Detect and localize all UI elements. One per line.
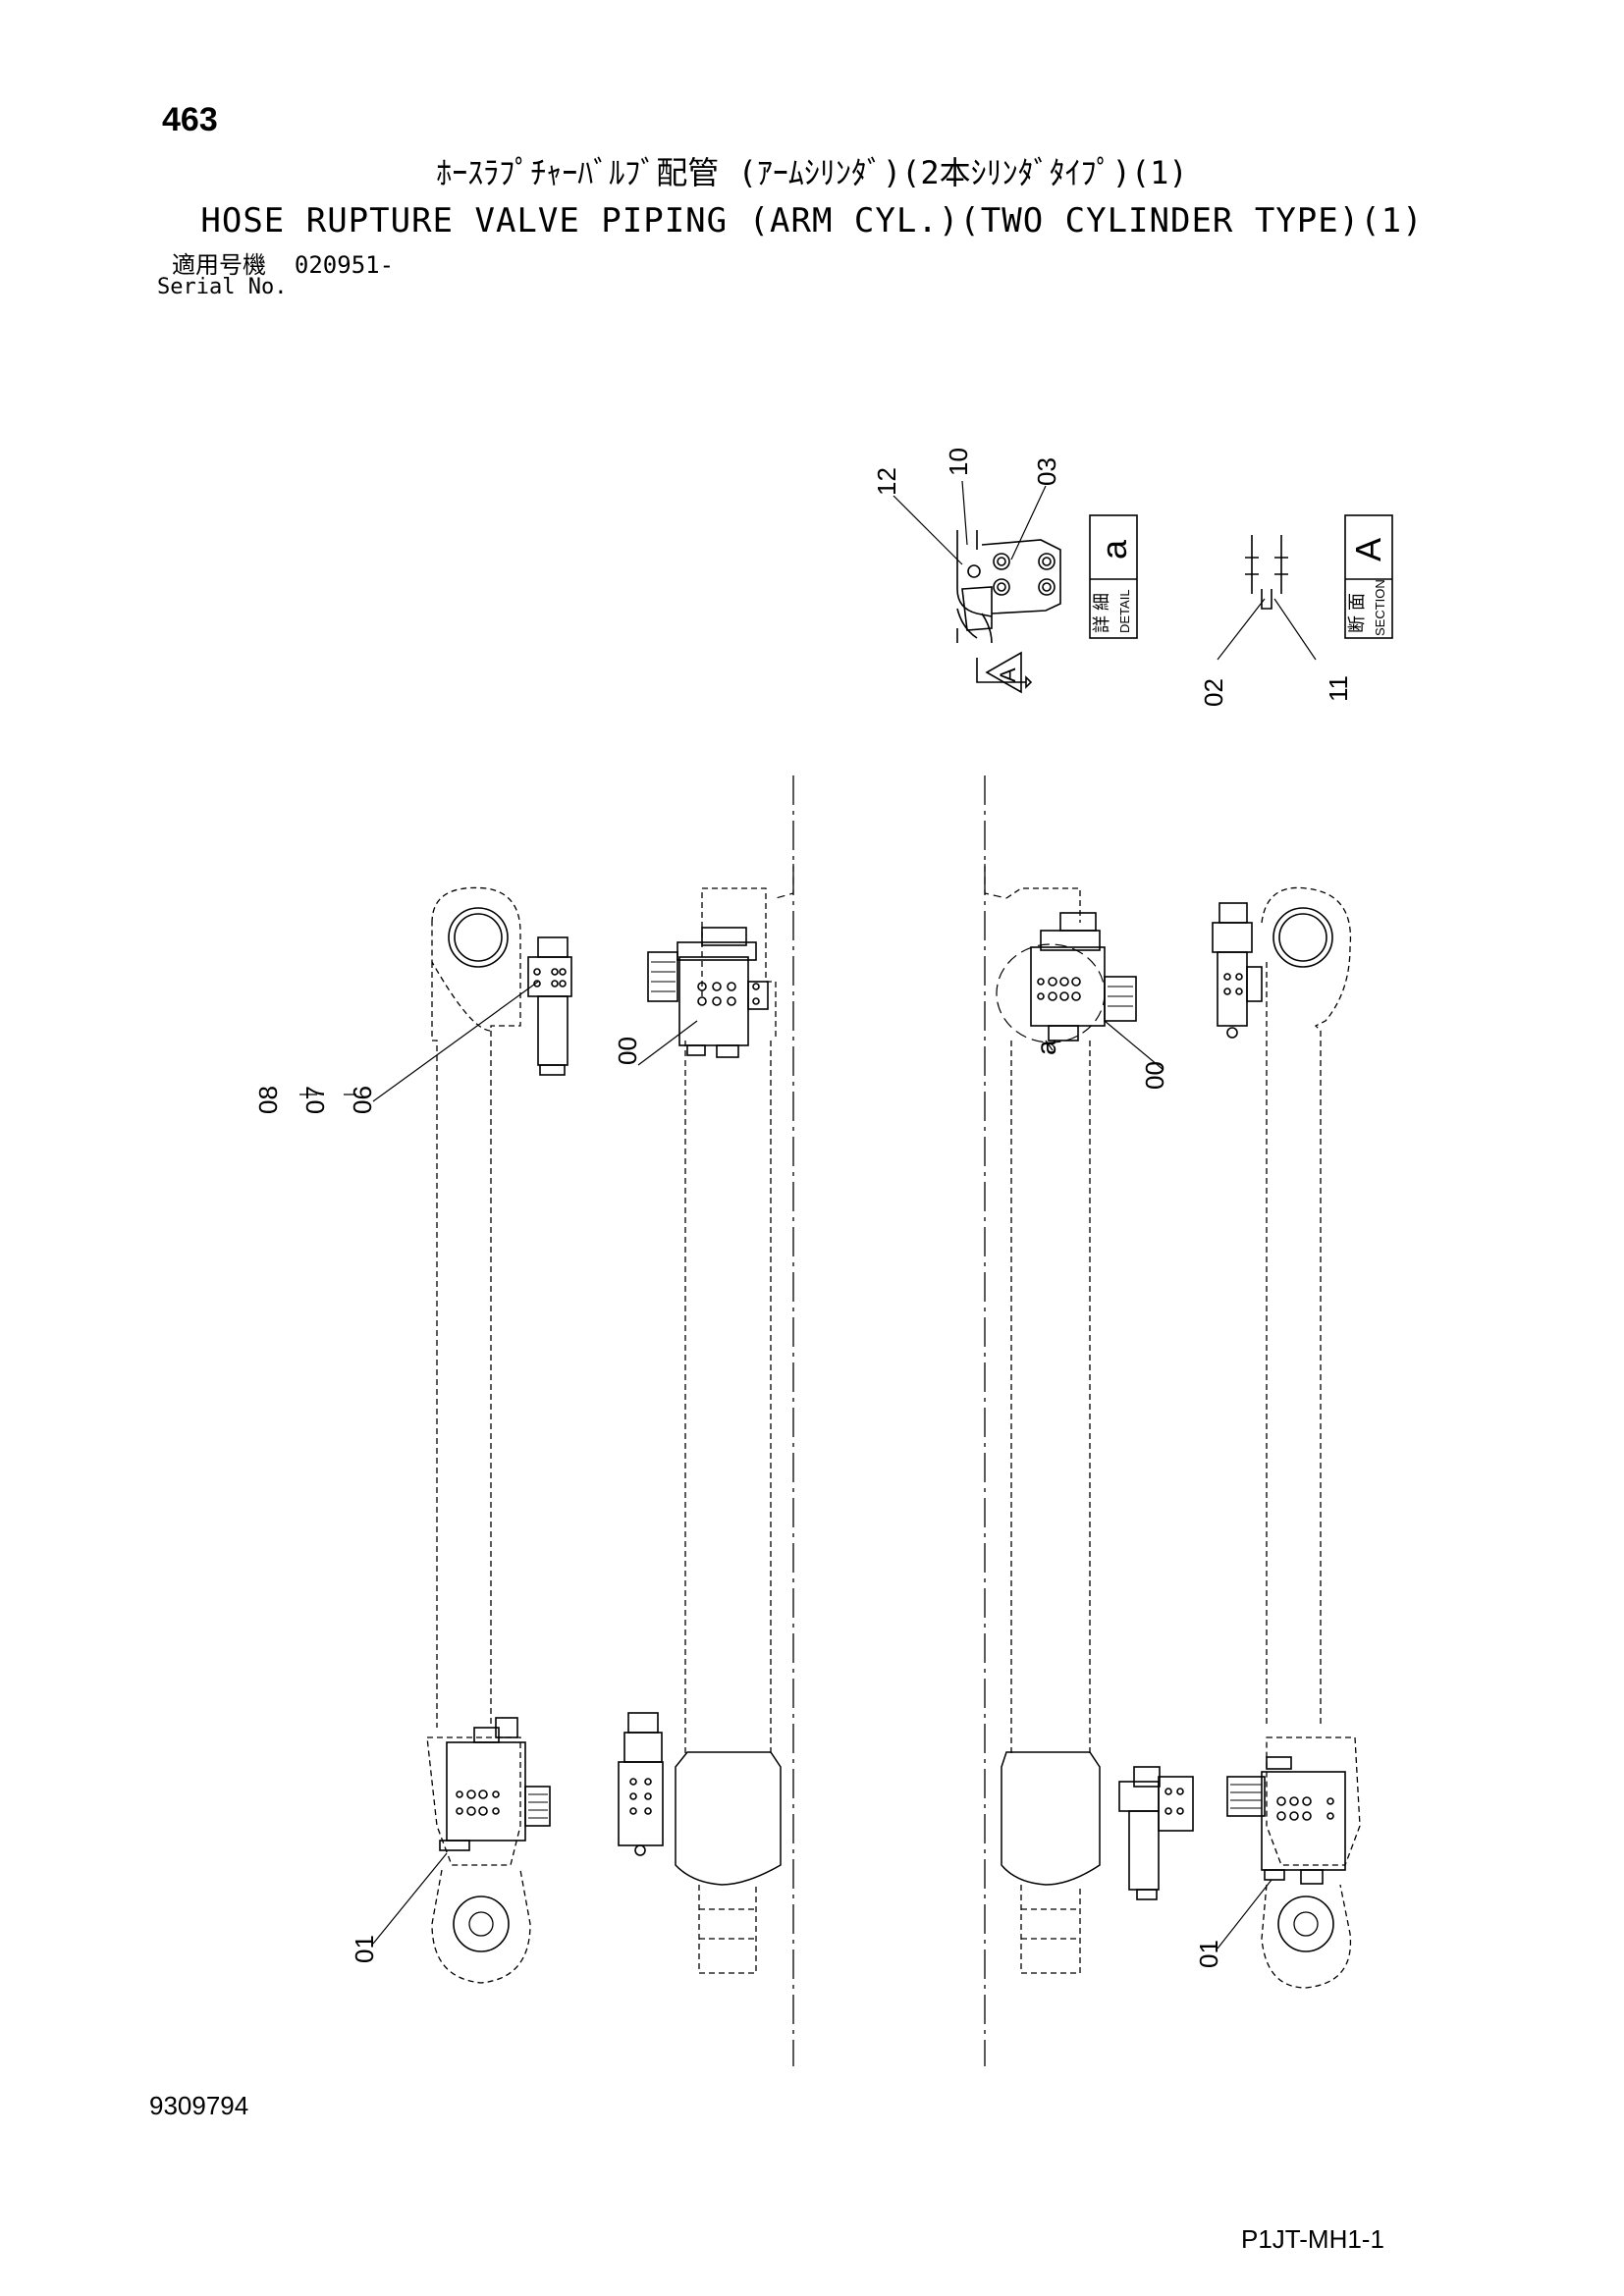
page-number: 463	[162, 101, 218, 138]
callout-07: 07	[300, 1086, 330, 1114]
valve-block-side-left	[618, 1712, 664, 1856]
valve-block-side-right	[1118, 1766, 1194, 1900]
title-english: HOSE RUPTURE VALVE PIPING (ARM CYL.)(TWO…	[200, 201, 1424, 240]
serial-label-english: Serial No.	[157, 275, 288, 299]
callout-08: 08	[253, 1086, 283, 1114]
callout-10: 10	[944, 448, 973, 476]
callout-06: 06	[348, 1086, 377, 1114]
valve-block-01-left	[439, 1717, 551, 1851]
callout-detail-a-ref: a	[1031, 1040, 1061, 1055]
serial-value: 020951-	[294, 251, 395, 279]
detail-box-letter: a	[1094, 539, 1134, 560]
callout-01-right: 01	[1194, 1940, 1223, 1968]
section-label-jp-2: 面	[1347, 593, 1367, 611]
serial-line-japanese: 適用号機 020951-	[172, 253, 394, 277]
view-arrow-a-letter: A	[996, 667, 1020, 682]
cylinder-4	[1261, 886, 1352, 1728]
callout-11: 11	[1324, 675, 1353, 702]
valve-block-right-top	[1212, 902, 1263, 1039]
callout-12: 12	[872, 467, 901, 496]
valve-block-06	[527, 936, 572, 1076]
cylinder-2	[684, 887, 777, 1757]
cylinder-3	[1005, 887, 1091, 1757]
callout-00-right: 00	[1140, 1061, 1169, 1090]
detail-a-label-box	[1089, 514, 1138, 639]
callout-03: 03	[1032, 457, 1061, 486]
section-a-label-box	[1344, 514, 1393, 639]
serial-label-japanese: 適用号機	[172, 251, 266, 279]
detail-a-view	[893, 480, 1061, 694]
callout-02: 02	[1199, 678, 1228, 707]
document-number: 9309794	[149, 2091, 249, 2120]
section-label-jp-1: 断	[1347, 615, 1367, 633]
detail-label-jp-1: 詳	[1092, 615, 1111, 633]
valve-block-00-left	[647, 927, 769, 1058]
title-japanese: ﾎｰｽﾗﾌﾟﾁｬｰﾊﾞﾙﾌﾞ配管 (ｱｰﾑｼﾘﾝﾀﾞ)(2本ｼﾘﾝﾀﾞﾀｲﾌﾟ)…	[436, 154, 1188, 191]
valve-block-01-right	[1226, 1756, 1346, 1885]
detail-label-jp-2: 細	[1092, 593, 1111, 611]
section-a-view	[1217, 535, 1317, 661]
valve-block-00-right	[1030, 912, 1137, 1041]
callout-00-left: 00	[613, 1037, 642, 1065]
section-label-en: SECTION	[1373, 579, 1387, 636]
detail-label-en: DETAIL	[1117, 589, 1132, 633]
cylinder-1	[431, 886, 521, 1728]
callout-01-left: 01	[350, 1935, 379, 1963]
section-box-letter: A	[1348, 538, 1388, 561]
drawing-code: P1JT-MH1-1	[1241, 2224, 1384, 2254]
